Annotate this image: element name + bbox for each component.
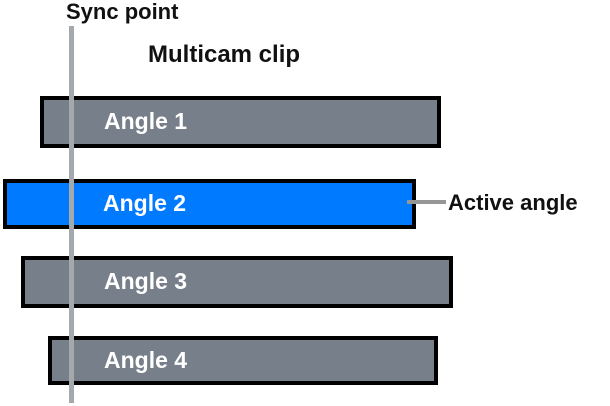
angle-bar-4: Angle 4 xyxy=(48,336,438,385)
angle-bar-1-label: Angle 1 xyxy=(104,108,188,135)
multicam-clip-label: Multicam clip xyxy=(148,41,301,68)
angle-bar-3-label: Angle 3 xyxy=(104,268,188,295)
angle-bar-1: Angle 1 xyxy=(40,96,441,148)
angle-bar-4-label: Angle 4 xyxy=(104,346,188,373)
active-angle-connector-line xyxy=(407,200,446,204)
sync-point-label: Sync point xyxy=(66,0,179,24)
angle-bar-3: Angle 3 xyxy=(21,256,453,308)
sync-point-line xyxy=(69,26,74,403)
angle-bar-2-active: Angle 2 xyxy=(3,179,416,229)
angle-bar-2-label: Angle 2 xyxy=(103,190,187,217)
active-angle-label: Active angle xyxy=(448,190,578,215)
